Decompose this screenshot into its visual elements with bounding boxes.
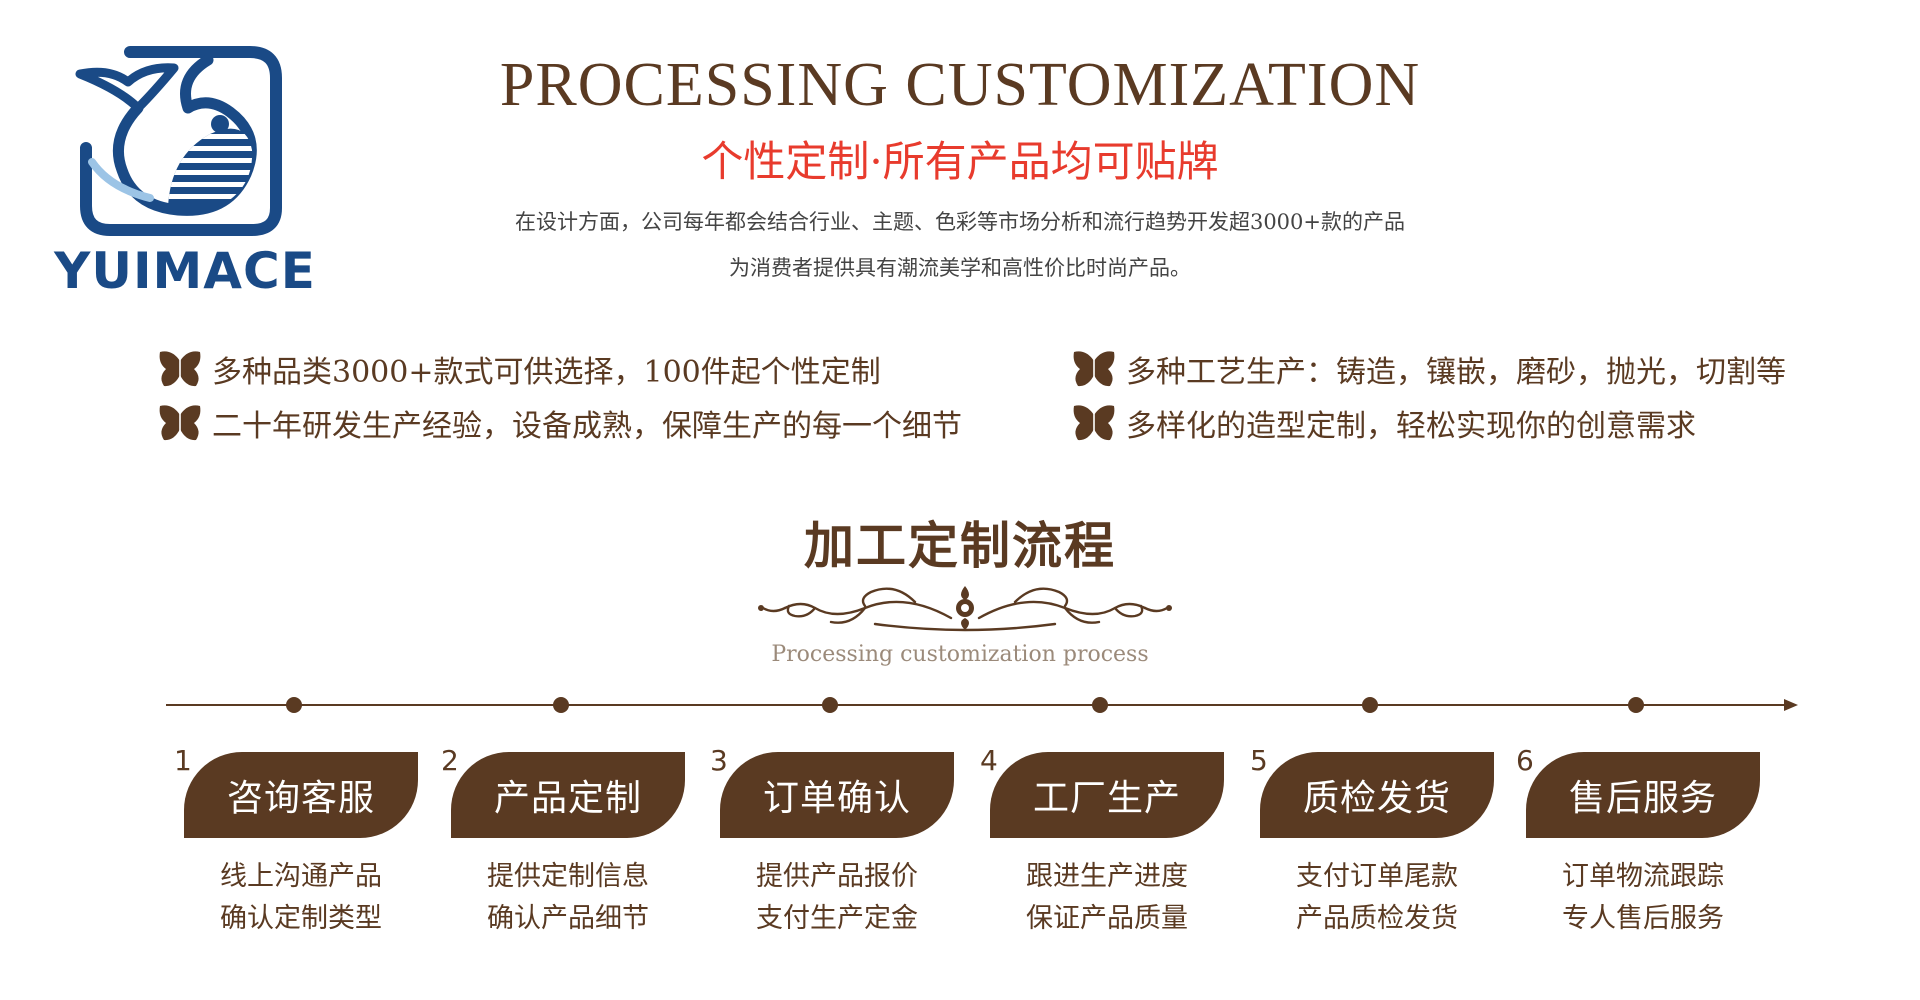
process-step: 5 质检发货 支付订单尾款 产品质检发货 xyxy=(1240,744,1494,934)
step-name-tag: 质检发货 xyxy=(1260,752,1494,838)
process-title: 加工定制流程 xyxy=(804,517,1116,575)
page-title-en: PROCESSING CUSTOMIZATION xyxy=(499,51,1421,119)
timeline-dot xyxy=(1092,697,1108,713)
step-detail: 跟进生产进度 xyxy=(1026,861,1188,892)
step-detail: 支付生产定金 xyxy=(756,903,918,934)
step-detail: 确认定制类型 xyxy=(220,903,382,934)
step-name-tag: 售后服务 xyxy=(1526,752,1760,838)
step-name-tag: 工厂生产 xyxy=(990,752,1224,838)
step-detail: 订单物流跟踪 xyxy=(1562,861,1724,892)
step-detail: 支付订单尾款 xyxy=(1296,861,1458,892)
feature-item: 二十年研发生产经验，设备成熟，保障生产的每一个细节 xyxy=(158,398,962,448)
process-step: 4 工厂生产 跟进生产进度 保证产品质量 xyxy=(970,744,1224,934)
process-step: 2 产品定制 提供定制信息 确认产品细节 xyxy=(431,744,685,934)
feature-text: 二十年研发生产经验，设备成熟，保障生产的每一个细节 xyxy=(212,409,962,444)
butterfly-icon xyxy=(1073,351,1115,387)
step-number: 2 xyxy=(441,744,459,777)
step-detail: 保证产品质量 xyxy=(1026,903,1188,934)
step-number: 5 xyxy=(1250,744,1268,777)
step-detail: 提供定制信息 xyxy=(487,861,649,892)
feature-text: 多样化的造型定制，轻松实现你的创意需求 xyxy=(1126,409,1696,444)
butterfly-icon xyxy=(159,405,201,441)
timeline-dot xyxy=(822,697,838,713)
butterfly-icon xyxy=(1073,405,1115,441)
feature-text: 多种品类3000+款式可供选择，100件起个性定制 xyxy=(212,355,881,390)
timeline-dot xyxy=(286,697,302,713)
step-detail: 确认产品细节 xyxy=(487,903,649,934)
step-detail: 专人售后服务 xyxy=(1562,903,1724,934)
step-number: 4 xyxy=(980,744,998,777)
timeline-dot xyxy=(1362,697,1378,713)
feature-item: 多种工艺生产：铸造，镶嵌，磨砂，抛光，切割等 xyxy=(1072,344,1786,394)
timeline-dot xyxy=(553,697,569,713)
step-name-tag: 订单确认 xyxy=(720,752,954,838)
step-number: 3 xyxy=(710,744,728,777)
step-detail: 产品质检发货 xyxy=(1296,903,1458,934)
step-detail: 线上沟通产品 xyxy=(220,861,382,892)
process-step: 3 订单确认 提供产品报价 支付生产定金 xyxy=(700,744,954,934)
description-line-2: 为消费者提供具有潮流美学和高性价比时尚产品。 xyxy=(729,256,1191,280)
step-detail: 提供产品报价 xyxy=(756,861,918,892)
step-name-tag: 产品定制 xyxy=(451,752,685,838)
description-line-1: 在设计方面，公司每年都会结合行业、主题、色彩等市场分析和流行趋势开发超3000+… xyxy=(514,210,1406,234)
timeline-axis xyxy=(166,697,1798,713)
feature-item: 多样化的造型定制，轻松实现你的创意需求 xyxy=(1072,398,1696,448)
arrow-right-icon xyxy=(1784,699,1798,711)
process-step: 6 售后服务 订单物流跟踪 专人售后服务 xyxy=(1506,744,1760,934)
timeline-dot xyxy=(1628,697,1644,713)
step-number: 6 xyxy=(1516,744,1534,777)
process-subtitle: Processing customization process xyxy=(771,642,1149,667)
butterfly-icon xyxy=(159,351,201,387)
scroll-ornament-icon xyxy=(758,586,1172,632)
feature-text: 多种工艺生产：铸造，镶嵌，磨砂，抛光，切割等 xyxy=(1126,355,1786,390)
brand-logo-text: YUIMACE xyxy=(54,242,316,300)
step-number: 1 xyxy=(174,744,192,777)
page-title-cn: 个性定制·所有产品均可贴牌 xyxy=(701,137,1219,186)
process-step: 1 咨询客服 线上沟通产品 确认定制类型 xyxy=(164,744,418,934)
feature-item: 多种品类3000+款式可供选择，100件起个性定制 xyxy=(158,344,881,394)
whale-logo-icon xyxy=(75,46,282,236)
step-name-tag: 咨询客服 xyxy=(184,752,418,838)
